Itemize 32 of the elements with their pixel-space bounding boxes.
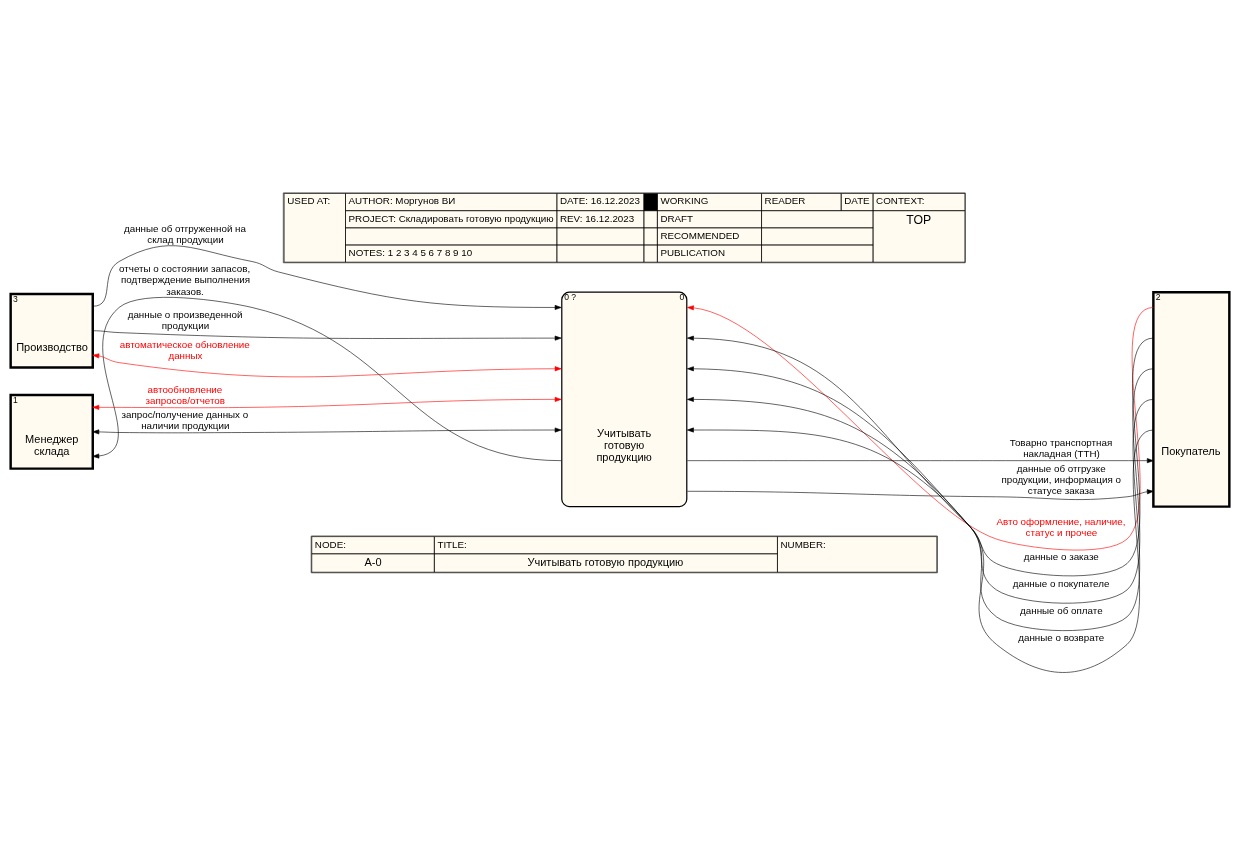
label: CONTEXT: — [876, 195, 925, 207]
label: REV: 16.12.2023 — [559, 212, 635, 224]
label: DATE — [844, 195, 870, 207]
label: TITLE: — [437, 538, 467, 550]
edge-label: автоматическое обновление данных — [119, 339, 250, 362]
label: USED AT: — [287, 195, 331, 207]
edge-label: Товарно транспортная накладная (ТТН) — [1009, 437, 1113, 460]
label: PUBLICATION — [660, 246, 726, 258]
edge-label: Авто оформление, наличие, статус и прочее — [996, 515, 1126, 538]
edge-label: данные об оплате — [1020, 604, 1103, 616]
edge-label: данные об отгруженной на склад продукции — [124, 222, 246, 246]
label: TOP — [906, 212, 932, 227]
edge-label: данные о покупателе — [1012, 577, 1110, 589]
label: RECOMMENDED — [660, 229, 740, 241]
label: AUTHOR: Моргунов ВИ — [348, 195, 456, 207]
edge-label: запрос/получение данных о наличии продукции — [121, 409, 249, 432]
label: NODE: — [314, 538, 346, 550]
edge-label: данные о заказе — [1023, 551, 1099, 563]
label: READER — [764, 195, 806, 207]
edge-label: данные об отгрузке продукции, информация о статусе заказа — [1001, 462, 1121, 496]
edge-label: данные о произведенной продукции — [127, 309, 243, 332]
label: NOTES: 1 2 3 4 5 6 7 8 9 10 — [348, 246, 473, 258]
label: Учитывать готовую продукцию — [527, 555, 684, 568]
label: NUMBER: — [780, 538, 826, 550]
edge-label: отчеты о состоянии запасов, подтверждение выполнения заказов. — [119, 263, 251, 297]
label: DRAFT — [660, 212, 694, 224]
label: WORKING — [660, 195, 709, 207]
label: DATE: 16.12.2023 — [559, 195, 640, 207]
edge-label: данные о возврате — [1018, 632, 1105, 644]
label: A-0 — [364, 555, 382, 568]
label: PROJECT: Складировать готовую продукцию — [348, 212, 554, 224]
edge-label: автообновление запросов/отчетов — [145, 384, 225, 407]
